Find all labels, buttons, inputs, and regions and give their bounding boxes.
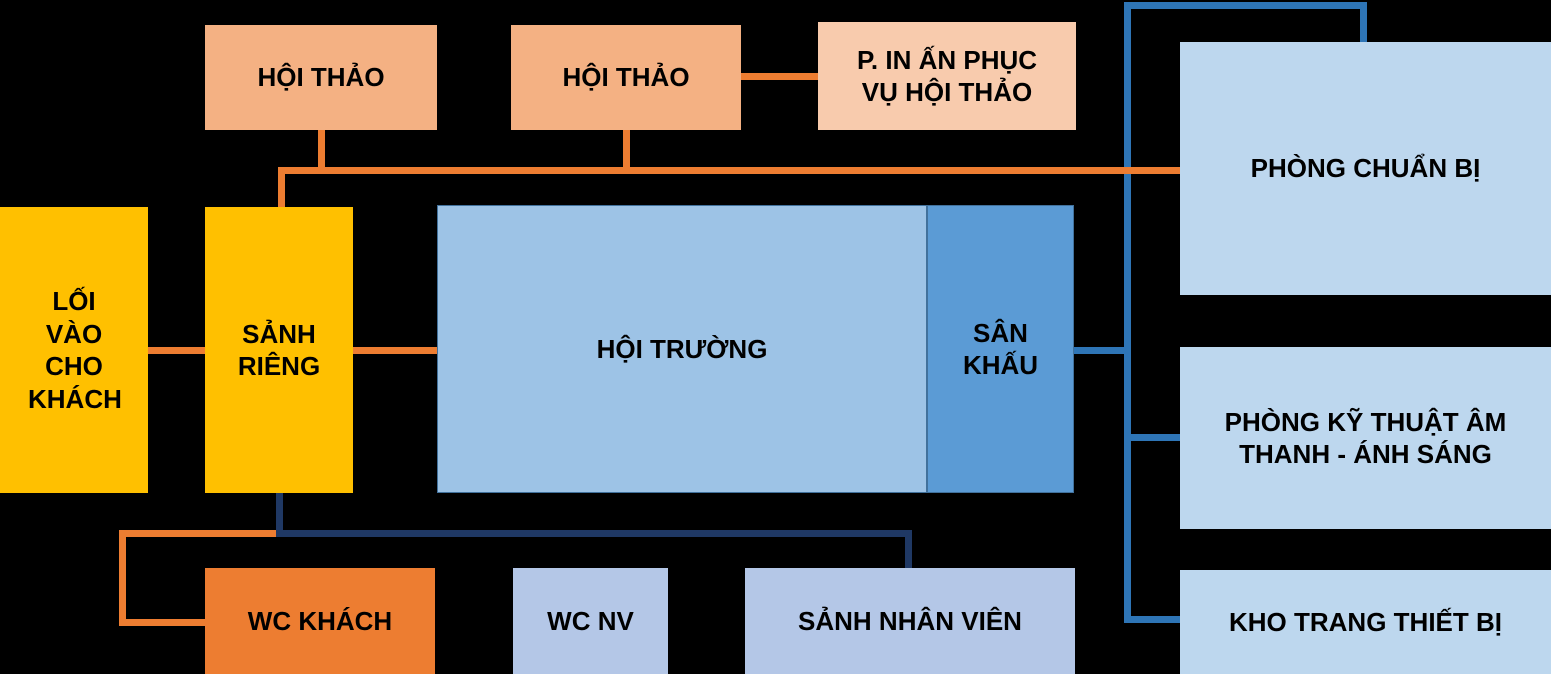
connector-wc-branch-vertical bbox=[119, 530, 126, 626]
room-san-khau-label: SÂN KHẤU bbox=[962, 317, 1039, 381]
room-p-in-an-label: P. IN ẤN PHỤC VỤ HỘI THẢO bbox=[856, 44, 1038, 108]
room-san-khau: SÂN KHẤU bbox=[927, 205, 1074, 493]
room-loi-vao-cho-khach: LỐI VÀO CHO KHÁCH bbox=[0, 207, 148, 493]
room-phong-chuan-bi: PHÒNG CHUẨN BỊ bbox=[1180, 42, 1551, 295]
connector-main-horizontal bbox=[278, 167, 1180, 174]
room-hoi-truong-label: HỘI TRƯỜNG bbox=[596, 333, 768, 364]
room-wc-khach-label: WC KHÁCH bbox=[247, 605, 393, 636]
room-hoi-truong: HỘI TRƯỜNG bbox=[437, 205, 927, 493]
room-sanh-nhan-vien-label: SẢNH NHÂN VIÊN bbox=[798, 605, 1022, 636]
connector-san-khau-to-trunk bbox=[1074, 347, 1131, 354]
connector-down-to-sanh-nhan-vien bbox=[905, 530, 912, 568]
room-kho-trang-thiet-bi: KHO TRANG THIẾT BỊ bbox=[1180, 570, 1551, 674]
room-hoi-thao-1: HỘI THẢO bbox=[205, 25, 437, 130]
room-loi-vao-cho-khach-label: LỐI VÀO CHO KHÁCH bbox=[28, 286, 122, 414]
connector-trunk-vertical bbox=[1124, 2, 1131, 623]
room-hoi-thao-2-label: HỘI THẢO bbox=[562, 62, 690, 93]
room-kho-trang-thiet-bi-label: KHO TRANG THIẾT BỊ bbox=[1229, 606, 1502, 637]
connector-trunk-top bbox=[1124, 2, 1367, 9]
connector-loi-vao-to-sanh-rieng bbox=[148, 347, 205, 354]
connector-trunk-to-kho bbox=[1124, 616, 1181, 623]
room-hoi-thao-2: HỘI THẢO bbox=[511, 25, 741, 130]
room-wc-khach: WC KHÁCH bbox=[205, 568, 435, 674]
connector-hoi-thao-2-to-in-an bbox=[741, 73, 818, 80]
connector-down-to-sanh-rieng bbox=[278, 167, 285, 207]
connector-hoi-thao-2-down bbox=[623, 130, 630, 174]
room-phong-chuan-bi-label: PHÒNG CHUẨN BỊ bbox=[1250, 153, 1481, 184]
connector-into-wc-khach bbox=[119, 619, 205, 626]
room-phong-ky-thuat-label: PHÒNG KỸ THUẬT ÂM THANH - ÁNH SÁNG bbox=[1224, 406, 1507, 470]
connector-staff-horizontal bbox=[276, 530, 912, 537]
room-p-in-an: P. IN ẤN PHỤC VỤ HỘI THẢO bbox=[818, 22, 1076, 130]
room-sanh-nhan-vien: SẢNH NHÂN VIÊN bbox=[745, 568, 1075, 674]
connector-trunk-to-ky-thuat bbox=[1124, 434, 1181, 441]
room-sanh-rieng: SẢNH RIÊNG bbox=[205, 207, 353, 493]
connector-wc-branch-horizontal bbox=[119, 530, 283, 537]
room-phong-ky-thuat: PHÒNG KỸ THUẬT ÂM THANH - ÁNH SÁNG bbox=[1180, 347, 1551, 529]
room-wc-nv-label: WC NV bbox=[547, 605, 634, 636]
connector-sanh-rieng-down bbox=[276, 493, 283, 537]
room-wc-nv: WC NV bbox=[513, 568, 668, 674]
connector-hoi-thao-1-down bbox=[318, 130, 325, 174]
connector-sanh-rieng-to-hoi-truong bbox=[353, 347, 437, 354]
room-hoi-thao-1-label: HỘI THẢO bbox=[257, 62, 385, 93]
room-sanh-rieng-label: SẢNH RIÊNG bbox=[237, 318, 321, 382]
connector-top-to-phong-chuan-bi bbox=[1360, 2, 1367, 43]
